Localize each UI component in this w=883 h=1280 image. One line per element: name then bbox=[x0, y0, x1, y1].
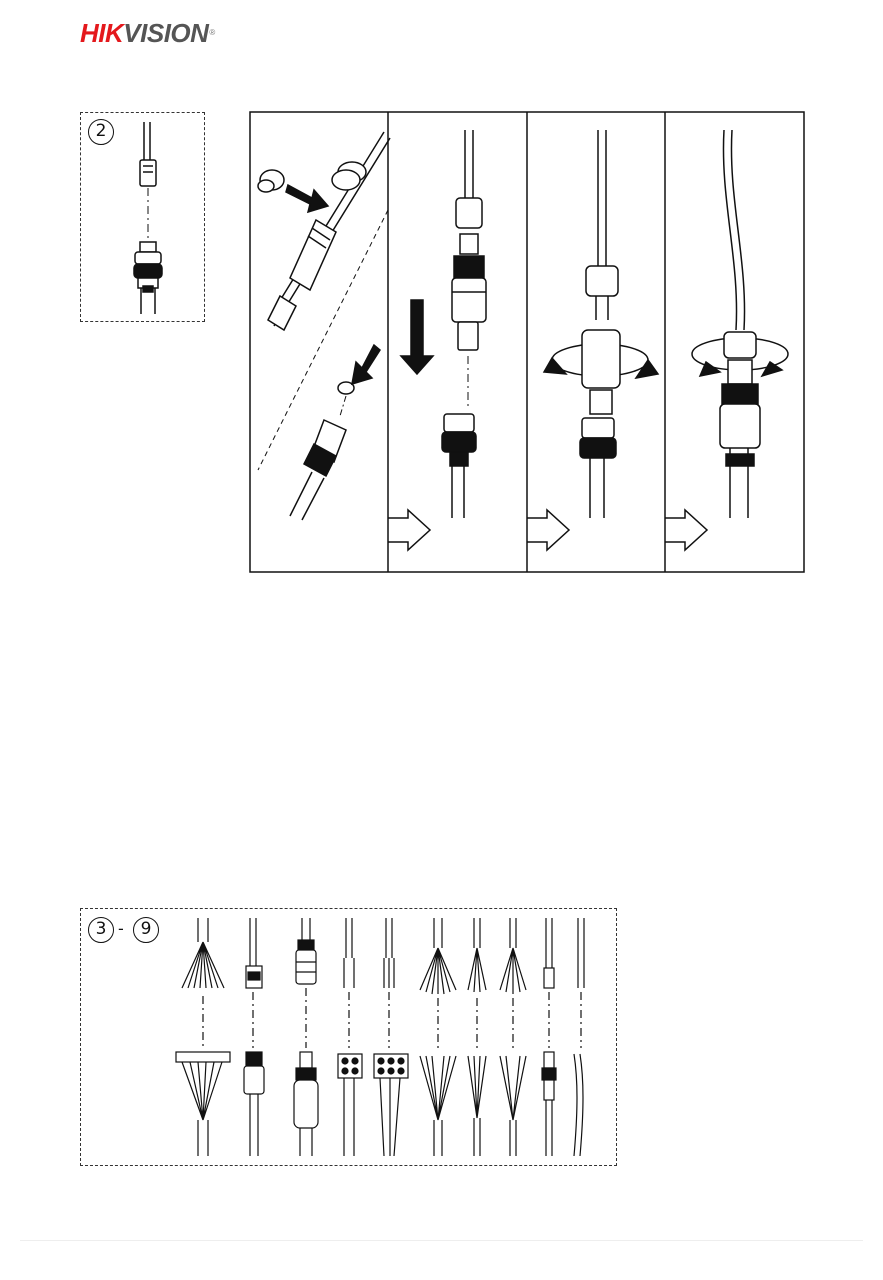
page-footer-divider bbox=[20, 1240, 863, 1241]
